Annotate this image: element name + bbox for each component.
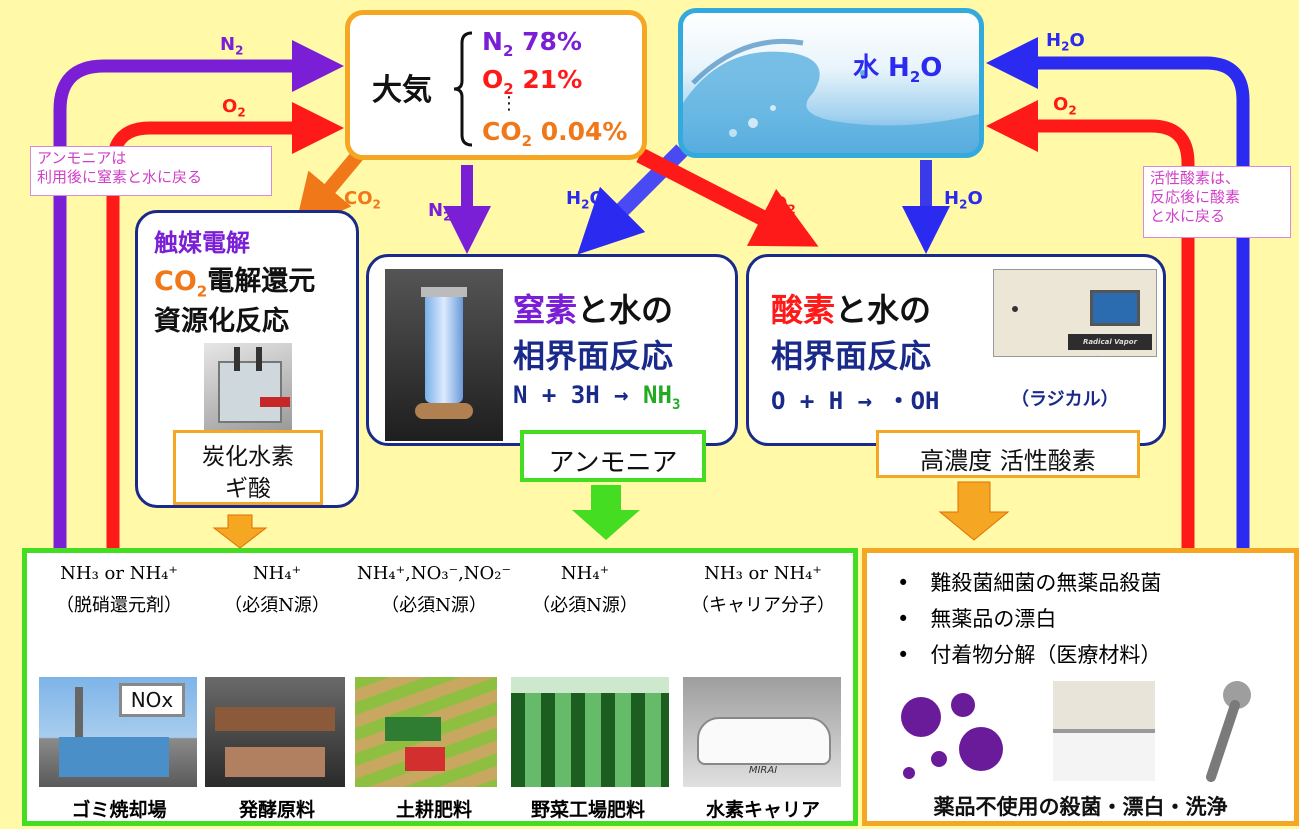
nitrogen-panel: 窒素と水の 相界面反応 N + 3H → NH3: [366, 254, 738, 446]
o2-return-arrow-right: [986, 100, 1195, 555]
atmosphere-co2: CO2 0.04%: [482, 117, 628, 150]
car-floor-logo: MIRAI: [748, 765, 778, 776]
atmosphere-brace: [453, 31, 473, 147]
water-box: 水 H2O: [678, 8, 984, 158]
ammonia-return-note: アンモニアは 利用後に窒素と水に戻る: [30, 146, 272, 196]
bleached-shirt-photo: [1053, 681, 1155, 781]
water-splash-image: [683, 38, 979, 153]
incinerator-photo: NOx: [39, 677, 197, 787]
h2o-label-mid: H2O: [566, 188, 605, 212]
n2-return-arrow: [53, 40, 344, 555]
app5-chem: NH₃ or NH₄⁺: [704, 563, 822, 584]
app4-role: （必須N源）: [532, 595, 638, 616]
nitrogen-title2: 相界面反応: [513, 337, 674, 375]
ammonia-down-arrow: [572, 485, 640, 540]
n2-label-mid: N2: [428, 200, 452, 224]
sterilization-bullet-1: • 難殺菌細菌の無薬品殺菌: [897, 571, 1162, 595]
oxygen-title2: 相界面反応: [771, 337, 932, 375]
applications-panel: NH₃ or NH₄⁺ （脱硝還元剤） NOx ゴミ焼却場 NH₄⁺ （必須N源…: [22, 548, 858, 826]
catalysis-line2: CO2電解還元: [154, 266, 316, 301]
active-oxygen-box: 高濃度 活性酸素: [876, 430, 1140, 478]
app1-chem: NH₃ or NH₄⁺: [60, 563, 178, 584]
catalysis-product-1: 炭化水素: [202, 444, 294, 470]
app4-caption: 野菜工場肥料: [530, 799, 645, 821]
app2-chem: NH₄⁺: [252, 563, 302, 584]
o2-label-top: O2: [222, 96, 246, 120]
nitrogen-title: 窒素と水の: [513, 291, 674, 329]
app5-role: （キャリア分子）: [691, 595, 835, 616]
co2-label: CO2: [344, 188, 381, 212]
atmosphere-o2: O2 21%: [482, 65, 583, 98]
oxygen-title: 酸素と水の: [771, 291, 932, 329]
app4-chem: NH₄⁺: [560, 563, 610, 584]
farmland-illustration: [355, 677, 497, 787]
co2-arrow: [294, 145, 368, 232]
h2o-return-arrow: [986, 37, 1250, 555]
oxygen-return-note: 活性酸素は、 反応後に酸素 と水に戻る: [1143, 166, 1291, 238]
atmosphere-title: 大気: [372, 73, 432, 108]
catalysis-product-2: ギ酸: [225, 476, 271, 502]
oxygen-radical-note: （ラジカル）: [1011, 389, 1119, 410]
sterilization-bullet-3: • 付着物分解（医療材料）: [897, 643, 1162, 667]
oxygen-equation: O + H → ・OH: [771, 387, 940, 415]
electrolysis-cell-photo: [204, 343, 292, 431]
catalysis-title: 触媒電解: [154, 229, 250, 257]
plasma-reactor-photo: [385, 269, 503, 441]
o2-label-mid: O2: [772, 193, 796, 217]
nitrogen-equation: N + 3H → NH3: [513, 381, 681, 413]
app3-caption: 土耕肥料: [395, 799, 472, 821]
atmosphere-dots: ⋮: [500, 93, 518, 114]
bacteria-illustration: [901, 693, 1003, 779]
app3-role: （必須N源）: [381, 595, 487, 616]
active-oxygen-label: 高濃度 活性酸素: [920, 447, 1096, 475]
vegetable-factory-photo: [511, 677, 669, 787]
sterilization-caption: 薬品不使用の殺菌・漂白・洗浄: [933, 795, 1228, 819]
nox-badge: NOx: [119, 683, 185, 717]
h2o-label-top: H2O: [1046, 30, 1085, 54]
sterilization-bullet-2: • 無薬品の漂白: [897, 607, 1057, 631]
atmosphere-box: 大気 N2 78% O2 21% ⋮ CO2 0.04%: [345, 10, 647, 160]
fermentation-photo: [205, 677, 345, 787]
ammonia-box: アンモニア: [520, 430, 706, 482]
app2-role: （必須N源）: [224, 595, 330, 616]
atmosphere-n2: N2 78%: [482, 27, 582, 60]
catalysis-product-box: 炭化水素 ギ酸: [173, 430, 323, 505]
medical-implant-illustration: [1206, 681, 1251, 782]
oxygen-panel: 酸素と水の 相界面反応 O + H → ・OH （ラジカル） Radical V…: [746, 254, 1166, 446]
ammonia-label: アンモニア: [548, 448, 678, 478]
radical-vapor-reactor-photo: Radical Vapor Reactor: [993, 269, 1157, 357]
oxygen-down-arrow: [938, 481, 1010, 541]
h2o-label-right: H2O: [944, 188, 983, 212]
catalysis-down-arrow: [212, 514, 268, 549]
sterilization-panel: • 難殺菌細菌の無薬品殺菌 • 無薬品の漂白 • 付着物分解（医療材料） 薬品不…: [862, 548, 1299, 826]
app1-caption: ゴミ焼却場: [71, 799, 167, 821]
app2-caption: 発酵原料: [238, 799, 315, 821]
o2-diagonal-arrow: [636, 147, 819, 247]
water-label: 水 H2O: [853, 53, 943, 87]
app3-chem: NH₄⁺,NO₃⁻,NO₂⁻: [356, 563, 512, 584]
app1-role: （脱硝還元剤）: [56, 595, 182, 616]
reactor-plate: Radical Vapor Reactor: [1068, 334, 1152, 356]
app5-caption: 水素キャリア: [705, 799, 820, 821]
catalysis-line3: 資源化反応: [154, 306, 289, 337]
fuel-cell-car-photo: MIRAI: [683, 677, 841, 787]
o2-label-right: O2: [1053, 94, 1077, 118]
n2-label-top: N2: [220, 34, 244, 58]
